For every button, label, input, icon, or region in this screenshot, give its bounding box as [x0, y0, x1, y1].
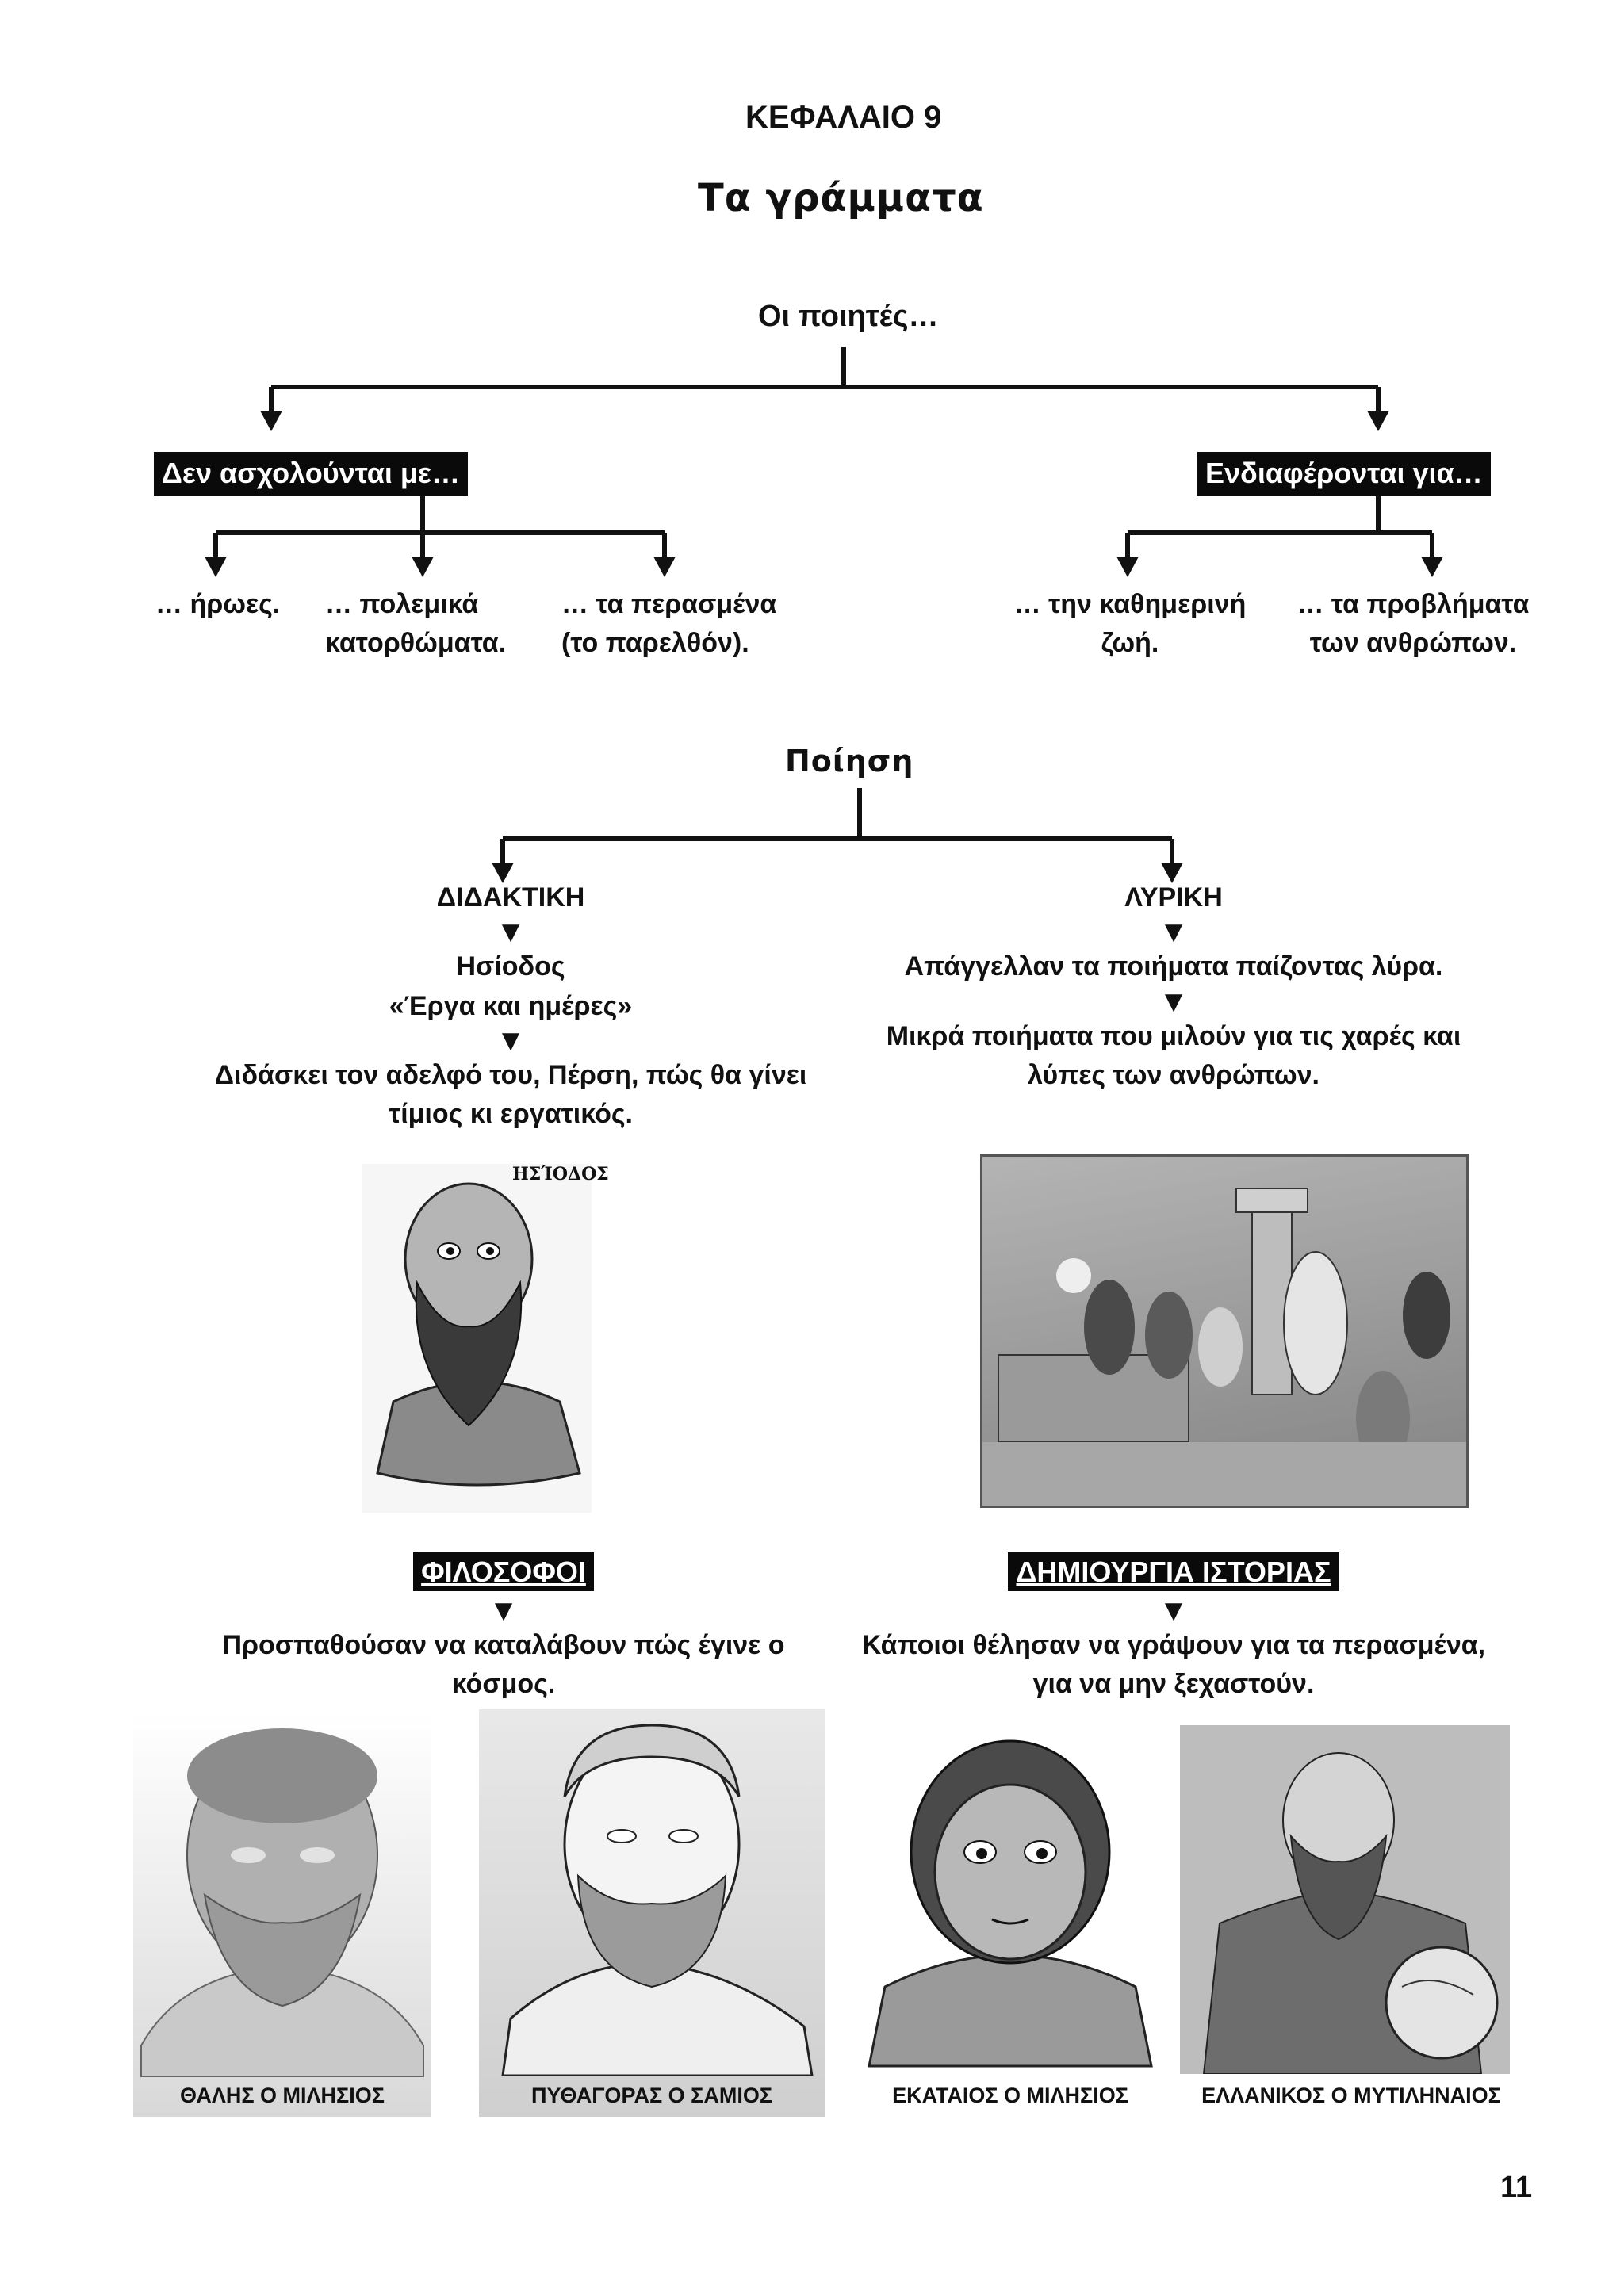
pythagoras-caption: ΠΥΘΑΓΟΡΑΣ Ο ΣΑΜΙΟΣ	[530, 2084, 773, 2107]
right-item-daily-life: … την καθημερινή ζωή.	[1013, 589, 1247, 659]
left-item-heroes: … ήρωες.	[155, 589, 281, 619]
didactic-desc-2: τίμιος κι εργατικός.	[389, 1099, 633, 1130]
thales-bust-image	[140, 1728, 424, 2078]
lyric-desc-2: λύπες των ανθρώπων.	[1028, 1059, 1320, 1090]
poets-root: Οι ποιητές…	[758, 300, 939, 333]
down-arrow-icon: ▼	[496, 916, 526, 950]
page-number: 11	[1500, 2171, 1533, 2204]
hellanicus-engraving-image	[1180, 1725, 1510, 2075]
hecataeus-portrait: ΕΚΑΤΑΙΟΣ Ο ΜΙΛΗΣΙΟΣ	[853, 1725, 1167, 2117]
hesiod-portrait: ΗΣΊΟΔΟΣ	[362, 1164, 609, 1513]
philosophers-desc-1: Προσπαθούσαν να καταλάβουν πώς έγινε ο	[222, 1629, 785, 1660]
hesiod-name: Ησίοδος	[456, 951, 565, 982]
left-item-past: … τα περασμένα (το παρελθόν).	[561, 589, 777, 659]
history-label: ΔΗΜΙΟΥΡΓΙΑ ΙΣΤΟΡΙΑΣ	[1008, 1552, 1339, 1591]
thales-caption: ΘΑΛΗΣ Ο ΜΙΛΗΣΙΟΣ	[180, 2084, 385, 2107]
philosophers-label: ΦΙΛΟΣΟΦΟΙ	[413, 1552, 594, 1591]
lyric-heading: ΛΥΡΙΚΗ	[1124, 882, 1223, 913]
hesiod-bust-image	[376, 1182, 581, 1487]
left-item-war-feats: … πολεμικά κατορθώματα.	[325, 589, 507, 659]
didactic-heading: ΔΙΔΑΚΤΙΚΗ	[436, 882, 585, 913]
thales-portrait: ΘΑΛΗΣ Ο ΜΙΛΗΣΙΟΣ	[133, 1712, 431, 2117]
lyric-line-1: Απάγγελλαν τα ποιήματα παίζοντας λύρα.	[904, 951, 1443, 982]
poetry-root: Ποίηση	[785, 744, 914, 779]
page-title: Τα γράμματα	[698, 176, 984, 220]
hellanicus-caption: ΕΛΛΑΝΙΚΟΣ Ο ΜΥΤΙΛΗΝΑΙΟΣ	[1201, 2084, 1501, 2107]
pythagoras-portrait: ΠΥΘΑΓΟΡΑΣ Ο ΣΑΜΙΟΣ	[479, 1709, 825, 2117]
hellanicus-portrait: ΕΛΛΑΝΙΚΟΣ Ο ΜΥΤΙΛΗΝΑΙΟΣ	[1180, 1725, 1522, 2117]
philosophers-desc-2: κόσμος.	[451, 1669, 556, 1700]
lyre-performance-illustration	[982, 1157, 1466, 1506]
chapter-heading: ΚΕΦΑΛΑΙΟ 9	[745, 100, 942, 135]
hecataeus-bust-image	[868, 1739, 1153, 2068]
lyric-desc-1: Μικρά ποιήματα που μιλούν για τις χαρές …	[886, 1020, 1461, 1051]
history-desc-1: Κάποιοι θέλησαν να γράψουν για τα περασμ…	[861, 1629, 1486, 1660]
didactic-column: ΔΙΔΑΚΤΙΚΗ ▼ Ησίοδος «Έργα και ημέρες» ▼ …	[193, 878, 828, 1134]
lyric-scene-image	[980, 1154, 1469, 1508]
down-arrow-icon: ▼	[488, 1594, 519, 1628]
down-arrow-icon: ▼	[1159, 1594, 1189, 1628]
lyric-column: ΛΥΡΙΚΗ ▼ Απάγγελλαν τα ποιήματα παίζοντα…	[825, 878, 1522, 1095]
down-arrow-icon: ▼	[496, 1024, 526, 1058]
hecataeus-caption: ΕΚΑΤΑΙΟΣ Ο ΜΙΛΗΣΙΟΣ	[892, 2084, 1128, 2107]
didactic-desc-1: Διδάσκει τον αδελφό του, Πέρση, πώς θα γ…	[214, 1059, 807, 1090]
interested-label: Ενδιαφέρονται για…	[1197, 452, 1491, 496]
history-desc-2: για να μην ξεχαστούν.	[1032, 1669, 1315, 1700]
pythagoras-bust-image	[501, 1724, 814, 2077]
right-item-problems: … τα προβλήματα των ανθρώπων.	[1297, 589, 1530, 659]
not-concerned-label: Δεν ασχολούνται με…	[154, 452, 469, 496]
philosophers-section: ΦΙΛΟΣΟΦΟΙ ▼ Προσπαθούσαν να καταλάβουν π…	[190, 1552, 817, 1704]
hesiod-inscription: ΗΣΊΟΔΟΣ	[512, 1164, 609, 1184]
down-arrow-icon: ▼	[1159, 985, 1189, 1019]
hesiod-work: «Έργα και ημέρες»	[389, 990, 633, 1021]
down-arrow-icon: ▼	[1159, 916, 1189, 950]
history-section: ΔΗΜΙΟΥΡΓΙΑ ΙΣΤΟΡΙΑΣ ▼ Κάποιοι θέλησαν να…	[825, 1552, 1522, 1704]
